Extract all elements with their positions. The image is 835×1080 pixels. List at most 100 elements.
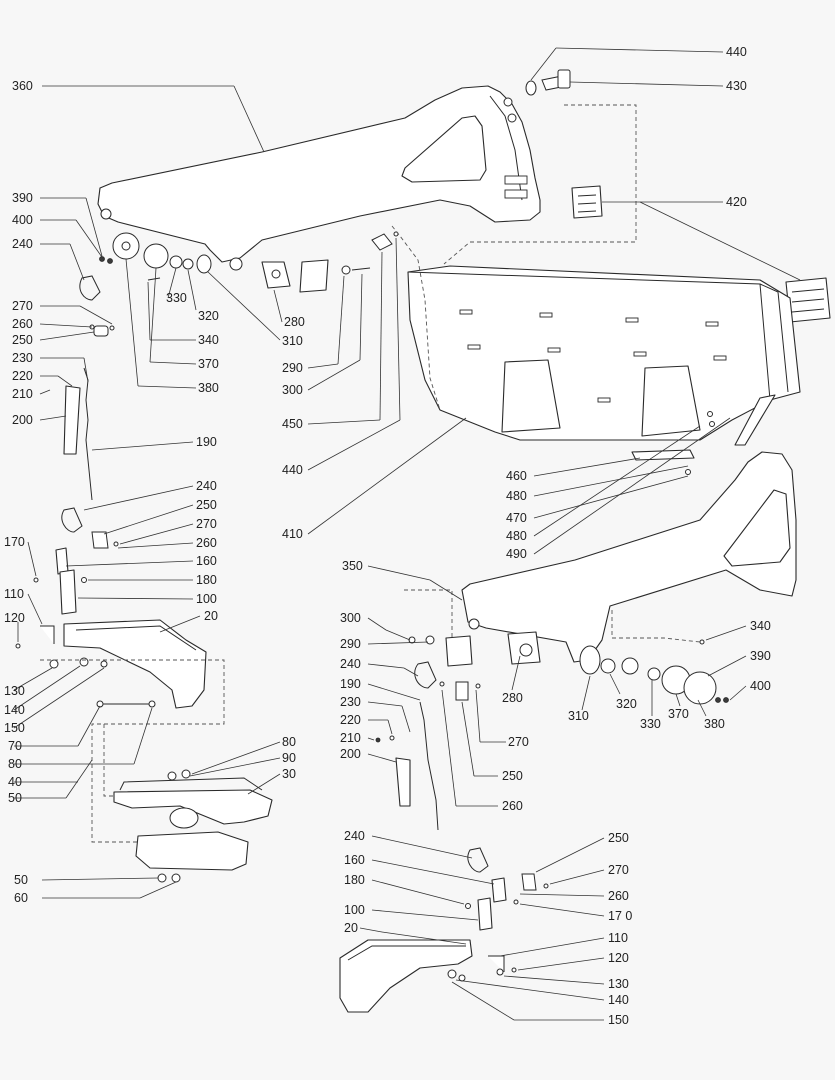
bolt-120-b bbox=[511, 967, 517, 973]
callout-240: 240 bbox=[12, 237, 33, 251]
pin-260-c bbox=[439, 681, 445, 687]
box-410-leg bbox=[734, 394, 776, 446]
callout-110: 110 bbox=[608, 931, 628, 945]
callout-230: 230 bbox=[340, 695, 361, 709]
callout-260: 260 bbox=[608, 889, 629, 903]
callout-370: 370 bbox=[668, 707, 689, 721]
bolt-390-b bbox=[715, 697, 721, 703]
callout-labels: 440 430 360 420 390 400 240 270 260 250 … bbox=[4, 45, 771, 1027]
callout-80: 80 bbox=[282, 735, 296, 749]
callout-340: 340 bbox=[198, 333, 219, 347]
callout-460: 460 bbox=[506, 469, 527, 483]
callout-210: 210 bbox=[340, 731, 361, 745]
nut-150-b bbox=[458, 974, 466, 982]
callout-440: 440 bbox=[282, 463, 303, 477]
callout-190: 190 bbox=[340, 677, 361, 691]
sleeve-250 bbox=[93, 325, 109, 337]
bracket-20 bbox=[63, 619, 207, 709]
callout-330: 330 bbox=[166, 291, 187, 305]
callout-470: 470 bbox=[506, 511, 527, 525]
disc-380-hub bbox=[121, 241, 131, 251]
arm-350-window bbox=[723, 489, 791, 567]
nut-140 bbox=[79, 657, 89, 667]
arm-plate bbox=[504, 189, 528, 199]
pin-340 bbox=[147, 277, 161, 281]
assembly-line bbox=[443, 104, 637, 265]
nut-220-b bbox=[389, 735, 395, 741]
nut-270 bbox=[109, 325, 115, 331]
arm-hole bbox=[507, 113, 517, 123]
bolt-430-head bbox=[557, 69, 571, 89]
bolt-120 bbox=[15, 643, 21, 649]
callout-140: 140 bbox=[4, 703, 25, 717]
callout-250: 250 bbox=[12, 333, 33, 347]
chain-190-b bbox=[419, 701, 439, 831]
shackle-240-b bbox=[61, 507, 83, 533]
washer-440 bbox=[525, 80, 537, 96]
cradle-hole bbox=[169, 807, 199, 829]
box-410 bbox=[407, 265, 801, 441]
callout-50: 50 bbox=[8, 791, 22, 805]
box-slots bbox=[459, 309, 727, 403]
callout-490: 490 bbox=[506, 547, 527, 561]
cradle-30 bbox=[113, 789, 273, 825]
callout-90: 90 bbox=[282, 751, 296, 765]
link-160-b bbox=[491, 877, 507, 903]
strap-200-b bbox=[395, 757, 411, 807]
pin-340-b bbox=[699, 639, 705, 645]
bolt-400 bbox=[107, 258, 113, 264]
callout-30: 30 bbox=[282, 767, 296, 781]
bolt-470 bbox=[685, 469, 691, 475]
plate-420 bbox=[571, 185, 603, 219]
callout-380: 380 bbox=[198, 381, 219, 395]
callout-280: 280 bbox=[502, 691, 523, 705]
gasket-370 bbox=[143, 243, 169, 269]
callout-250: 250 bbox=[502, 769, 523, 783]
box-410-rib bbox=[759, 283, 789, 393]
callout-250: 250 bbox=[608, 831, 629, 845]
callout-160: 160 bbox=[344, 853, 365, 867]
washer-60 bbox=[171, 873, 181, 883]
plate-420-b bbox=[785, 277, 831, 323]
callout-480: 480 bbox=[506, 529, 527, 543]
callout-260: 260 bbox=[502, 799, 523, 813]
callout-250: 250 bbox=[196, 498, 217, 512]
callout-290: 290 bbox=[282, 361, 303, 375]
bearing-310-b bbox=[579, 645, 601, 675]
arm-360-window bbox=[401, 115, 487, 183]
arm-pivot bbox=[100, 208, 112, 220]
nut-300 bbox=[341, 265, 351, 275]
callout-260: 260 bbox=[12, 317, 33, 331]
callout-170: 17 0 bbox=[608, 909, 632, 923]
arm-hole bbox=[503, 97, 513, 107]
leader-lines bbox=[13, 47, 801, 1021]
callout-410: 410 bbox=[282, 527, 303, 541]
callout-270: 270 bbox=[508, 735, 529, 749]
callout-420: 420 bbox=[726, 195, 747, 209]
callout-270: 270 bbox=[12, 299, 33, 313]
bracket-280-hole bbox=[271, 269, 281, 279]
plate-460 bbox=[631, 449, 695, 461]
callout-390: 390 bbox=[12, 191, 33, 205]
washer-80 bbox=[148, 700, 156, 708]
plate-100 bbox=[59, 569, 77, 615]
callout-20: 20 bbox=[344, 921, 358, 935]
bolt-170 bbox=[33, 577, 39, 583]
plate-100-b bbox=[477, 897, 493, 931]
parts-drawing bbox=[15, 69, 831, 1013]
callout-310: 310 bbox=[568, 709, 589, 723]
callout-120: 120 bbox=[4, 611, 25, 625]
callout-100: 100 bbox=[196, 592, 217, 606]
callout-150: 150 bbox=[608, 1013, 629, 1027]
ring-320 bbox=[182, 258, 194, 270]
washer-330-b bbox=[621, 657, 639, 675]
callout-130: 130 bbox=[4, 684, 25, 698]
bearing-310 bbox=[196, 254, 212, 274]
sleeve-250-d bbox=[521, 873, 537, 891]
link-160 bbox=[55, 547, 69, 575]
callout-240: 240 bbox=[196, 479, 217, 493]
washer-130-b bbox=[496, 968, 504, 976]
callout-160: 160 bbox=[196, 554, 217, 568]
callout-120: 120 bbox=[608, 951, 629, 965]
arm-plate bbox=[504, 175, 528, 185]
